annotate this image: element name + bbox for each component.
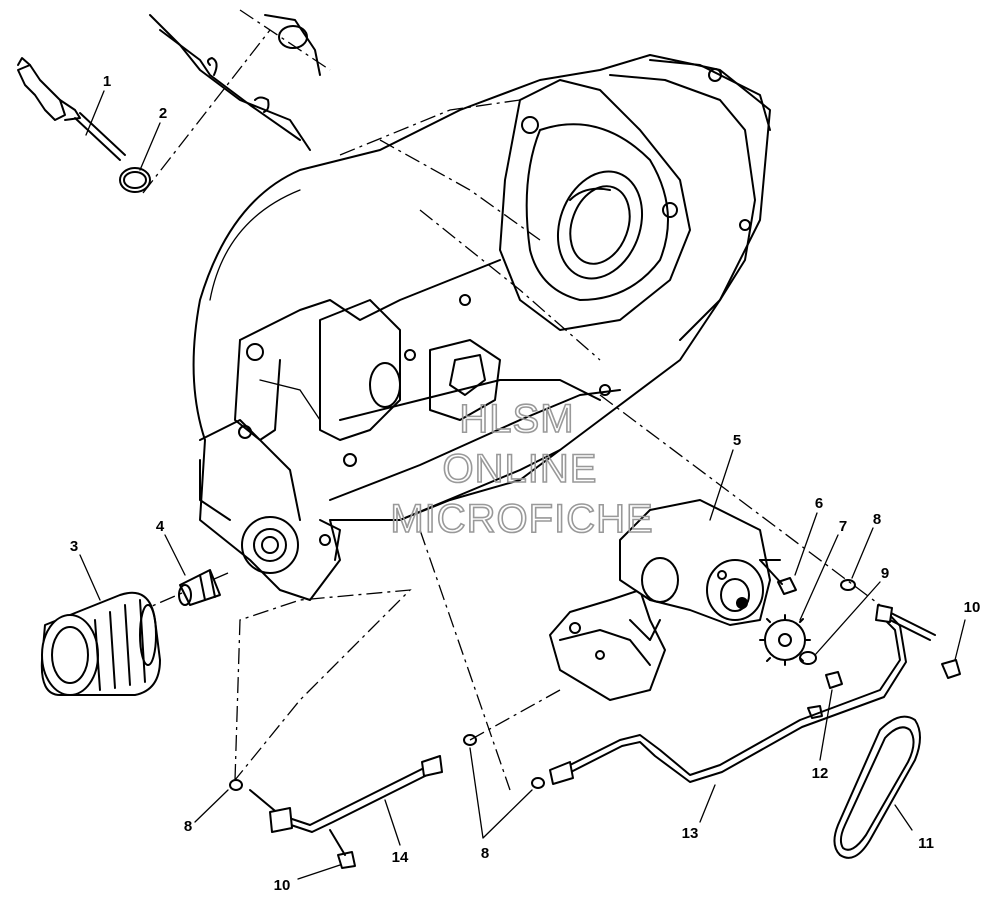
callout-labels: 1 2 3 4 5 6 7 8 8 8 9 10 10 11 12 13 14 <box>70 73 981 894</box>
dipstick-icon <box>17 57 126 161</box>
sprocket-icon <box>759 614 811 666</box>
watermark-line-1: HLSM <box>459 397 574 441</box>
o-ring-icon <box>119 167 151 193</box>
drive-chain-icon <box>833 715 921 859</box>
callout-8-bottom: 8 <box>481 845 489 862</box>
washer-icon <box>229 579 856 791</box>
callout-8-upper: 8 <box>873 511 881 528</box>
bolt-icon <box>807 671 843 719</box>
callout-14: 14 <box>392 849 409 866</box>
cover-fragment-icon <box>149 14 321 151</box>
watermark: HLSM ONLINE MICROFICHE <box>390 396 654 542</box>
oil-line-icon <box>549 604 936 785</box>
callout-6: 6 <box>815 495 823 512</box>
filter-adapter-icon <box>178 569 221 606</box>
callout-8-left: 8 <box>184 818 192 835</box>
bolt-icon <box>759 559 797 595</box>
oil-pump-icon <box>549 499 781 701</box>
oil-line-icon <box>249 755 443 856</box>
callout-4: 4 <box>156 518 165 535</box>
washer-icon <box>799 651 817 665</box>
crankcase-icon <box>192 54 771 601</box>
center-lines <box>119 9 881 791</box>
watermark-line-3: MICROFICHE <box>390 497 653 541</box>
leader-lines <box>79 90 966 880</box>
callout-11: 11 <box>918 835 934 852</box>
watermark-line-2: ONLINE <box>443 447 598 491</box>
callout-10-bottom: 10 <box>274 877 291 894</box>
banjo-bolt-icon <box>337 659 961 869</box>
callout-1: 1 <box>103 73 111 90</box>
oil-filter-icon <box>40 591 161 696</box>
callout-2: 2 <box>159 105 167 122</box>
callout-10-right: 10 <box>964 599 981 616</box>
callout-5: 5 <box>733 432 741 449</box>
callout-9: 9 <box>881 565 889 582</box>
callout-12: 12 <box>812 765 829 782</box>
callout-7: 7 <box>839 518 847 535</box>
callout-13: 13 <box>682 825 699 842</box>
callout-3: 3 <box>70 538 78 555</box>
